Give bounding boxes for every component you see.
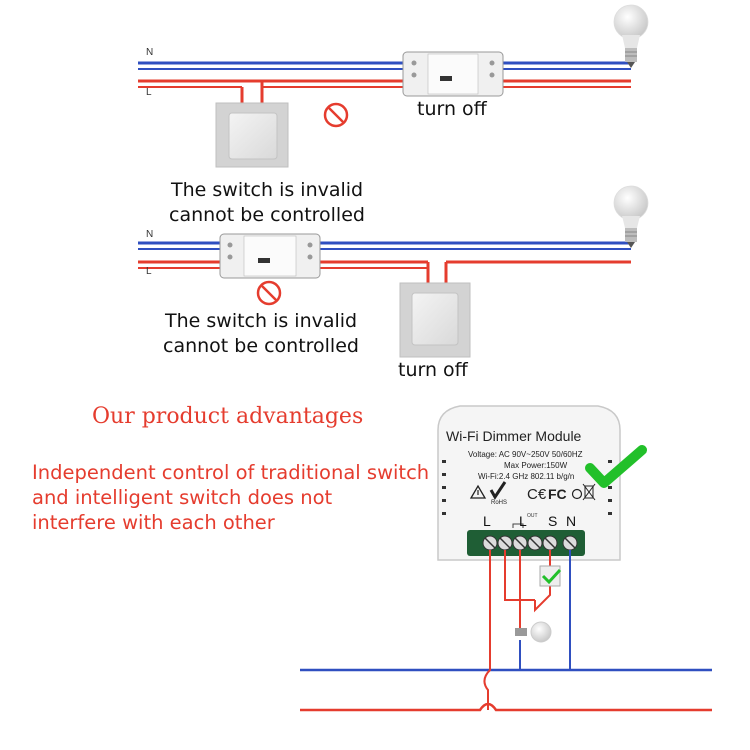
advantage-line: Independent control of traditional switc… [32,461,430,484]
advantages-title: Our product advantages [92,404,364,429]
svg-text:C€: C€ [527,486,547,503]
mini-switch [539,565,562,587]
invalid-caption-1-line2: cannot be controlled [169,204,365,226]
dimmer-module: RoHS C€ FC [437,405,621,561]
smart-breaker-2 [219,233,321,279]
module-voltage: Voltage: AC 90V~250V 50/60HZ [468,450,583,459]
terminal-label-s: S [548,513,558,529]
live-label-2: L [146,266,152,277]
terminal-label-n: N [566,513,577,529]
neutral-label-2: N [146,229,154,240]
module-wiring [300,550,712,712]
bulb-icon [613,4,649,68]
bulb-icon [515,621,552,643]
module-max-power: Max Power:150W [504,461,568,470]
invalid-caption-2-line2: cannot be controlled [163,335,359,357]
svg-text:RoHS: RoHS [491,500,507,506]
neutral-label-1: N [146,47,154,58]
module-title: Wi-Fi Dimmer Module [446,428,582,444]
smart-breaker-1 [402,51,504,97]
rohs-mark-icon: RoHS [489,481,507,506]
no-entry-icon [323,102,349,128]
invalid-caption-2-line1: The switch is invalid [165,310,358,332]
bulb-icon [613,185,649,248]
out-label: OUT [527,513,538,519]
terminal-screws [482,535,578,551]
invalid-caption-1-line1: The switch is invalid [171,179,364,201]
ce-mark-icon: C€ [527,486,547,503]
advantage-line: interfere with each other [32,511,275,534]
fcc-mark-icon: FC [548,486,583,502]
turn-off-caption-1: turn off [417,98,487,120]
module-wifi: Wi-Fi:2.4 GHz 802.11 b/g/n [478,472,575,481]
advantage-line: and intelligent switch does not [32,486,333,509]
wall-switch-1 [215,102,289,168]
terminal-label-l: L [483,513,491,529]
terminal-label-l-out: L [519,513,527,529]
advantages-text: Independent control of traditional switc… [32,460,429,535]
wall-switch-2 [399,282,471,358]
weee-bin-icon [582,483,596,501]
check-icon [541,568,562,585]
warning-icon [469,484,487,499]
section-2 [138,185,649,358]
svg-text:FC: FC [548,486,567,502]
section-1 [138,4,649,168]
live-label-1: L [146,87,152,98]
check-icon [585,445,647,488]
no-entry-icon [256,280,282,306]
turn-off-caption-2: turn off [398,359,468,381]
